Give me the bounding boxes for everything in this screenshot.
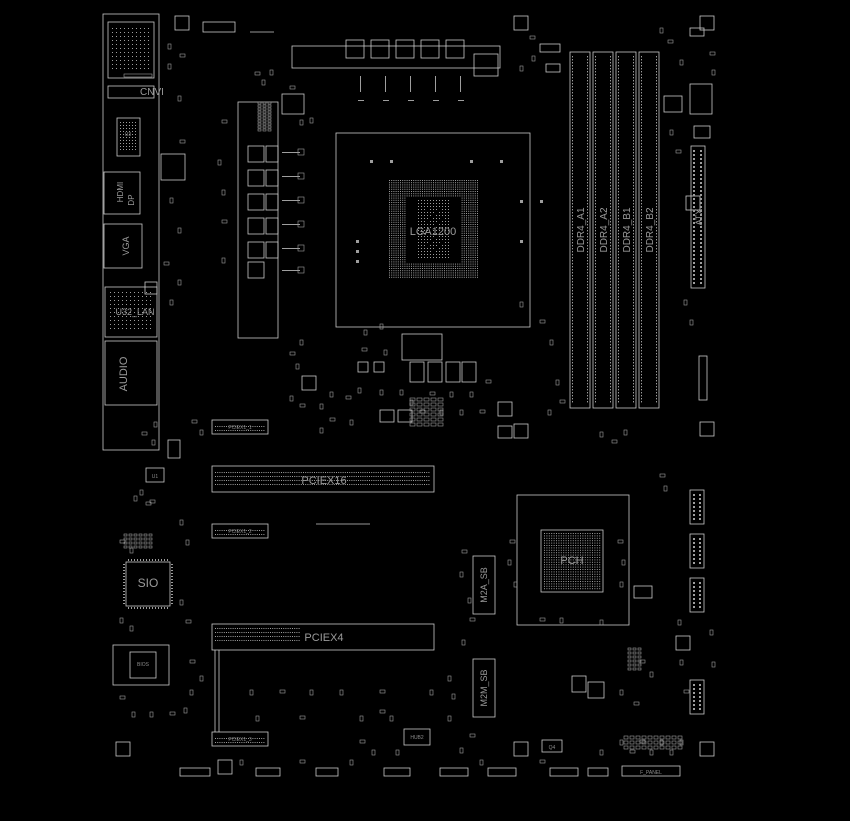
- usb-port-block: [116, 117, 141, 157]
- sio-chip: [125, 561, 171, 607]
- label-audio: AUDIO: [118, 356, 130, 391]
- sio-aux-box: [112, 644, 170, 686]
- right-connector-4: [689, 679, 705, 715]
- audio-jack: [104, 340, 158, 406]
- right-connector-2: [689, 533, 705, 569]
- pcie-x16-slot: [211, 465, 435, 493]
- label-dimm-a1: DDR4_A1: [576, 207, 587, 252]
- label-usb-lan: U32_LAN: [115, 307, 154, 317]
- ram-side-strip: [663, 95, 683, 113]
- rear-io-panel: [102, 13, 160, 451]
- dimm-slot-a1: [569, 51, 591, 409]
- label-pcie-x4: PCIEX4: [304, 632, 343, 644]
- usb-lan-port: [104, 286, 158, 338]
- label-pcie-x16: PCIEX16: [301, 475, 346, 487]
- bottom-connector-bar: [621, 765, 681, 777]
- dimm-slot-b1: [615, 51, 637, 409]
- pcie-x1-slot-bot: [211, 731, 269, 747]
- label-pch: PCH: [560, 555, 583, 567]
- label-pcie-x1-top: PCIEX1_1: [228, 425, 252, 431]
- pch-chip: [540, 529, 604, 593]
- pcie-x1-slot-mid: [211, 523, 269, 539]
- label-usb-3: U3: [125, 132, 132, 138]
- label-q4: Q4: [549, 745, 556, 751]
- pcie-x4-slot: [211, 623, 435, 651]
- label-sio: SIO: [138, 576, 159, 590]
- right-connector-3: [689, 577, 705, 613]
- hub-chip: [403, 728, 431, 746]
- dp-port: [103, 171, 141, 215]
- cnv-connector: [107, 21, 155, 79]
- label-hub: HUB2: [410, 735, 424, 741]
- label-dimm-b2: DDR4_B2: [645, 207, 656, 252]
- label-vga: VGA: [121, 236, 131, 255]
- label-cpu-socket: LGA1200: [410, 226, 456, 238]
- label-dimm-b1: DDR4_B1: [622, 207, 633, 252]
- label-atx: ATX: [694, 209, 704, 226]
- right-header-strip: [698, 355, 708, 401]
- cpu-socket-outline: [335, 132, 531, 328]
- label-m2a: M2A_SB: [479, 567, 489, 603]
- label-u1: U1: [152, 474, 159, 480]
- m2m-slot: [472, 658, 496, 718]
- dimm-slot-a2: [592, 51, 614, 409]
- label-m2m: M2M_SB: [479, 669, 489, 706]
- label-dimm-a2: DDR4_A2: [599, 207, 610, 252]
- right-connector-1: [689, 489, 705, 525]
- m2a-slot: [472, 555, 496, 615]
- label-bios: BIOS: [137, 662, 150, 668]
- label-dp: DP: [127, 194, 136, 205]
- vga-port: [103, 223, 143, 269]
- label-cnv: CNVI: [140, 87, 164, 98]
- atx-power-connector: [690, 145, 706, 289]
- label-f-panel: F_PANEL: [640, 770, 662, 776]
- dimm-slot-b2: [638, 51, 660, 409]
- cnv-label-bar: [107, 85, 155, 99]
- pcie-x1-slot-top: [211, 419, 269, 435]
- label-hdmi: HDMI: [116, 182, 125, 202]
- label-pcie-x1-mid: PCIEX1_2: [228, 529, 252, 535]
- pch-area: [516, 494, 630, 626]
- label-pcie-x1-bot: PCIEX1_3: [228, 737, 252, 743]
